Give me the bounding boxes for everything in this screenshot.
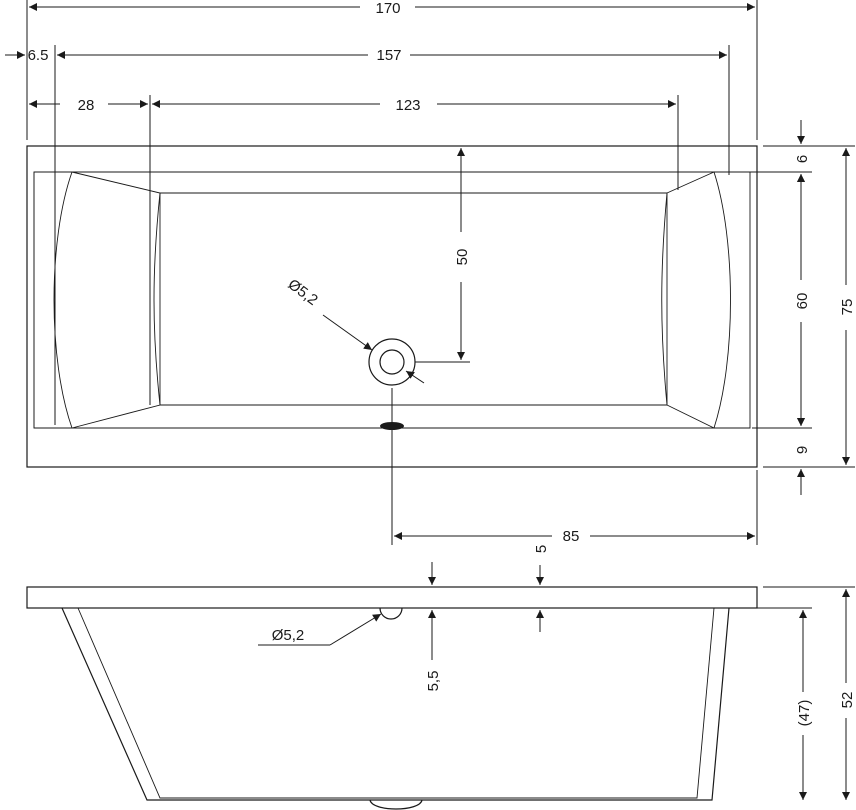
dim-total-length: 170 [375, 0, 400, 17]
dim-basin-length: 123 [395, 97, 420, 114]
dim-bottom-rim: 9 [794, 446, 811, 454]
dim-rim-thickness: 5 [533, 545, 550, 553]
dim-drain-offset: 85 [563, 528, 580, 545]
section-dimensions: 5 5,5 Ø5,2 (47) 52 [258, 545, 856, 800]
dim-total-width: 75 [839, 299, 856, 316]
dim-overflow-diameter: Ø5,2 [272, 627, 305, 644]
drain-outer-ring [368, 338, 416, 386]
left-backrest [53, 171, 161, 429]
dim-drain-diameter: Ø5,2 [285, 276, 321, 309]
dim-drain-depth: 50 [454, 249, 471, 266]
section-view [26, 586, 758, 810]
plan-dimensions: 170 157 6.5 28 123 50 Ø5,2 85 [5, 0, 856, 545]
dim-top-rim: 6 [794, 155, 811, 163]
dim-rim-offset: 6.5 [28, 47, 49, 64]
section-overflow [379, 607, 403, 620]
section-inner-body [77, 607, 715, 799]
dim-overflow-offset: 5,5 [425, 671, 442, 692]
right-backrest [666, 171, 731, 429]
dim-total-height: 52 [839, 692, 856, 709]
drain-inner-ring [379, 349, 405, 375]
section-outer-body [61, 607, 730, 801]
basin-floor [153, 192, 668, 406]
dim-inner-length: 157 [376, 47, 401, 64]
section-drain [369, 799, 423, 810]
dim-basin-width: 60 [794, 293, 811, 310]
dim-inner-depth: (47) [796, 700, 813, 727]
section-rim [26, 586, 758, 609]
dim-backrest-width: 28 [78, 97, 95, 114]
